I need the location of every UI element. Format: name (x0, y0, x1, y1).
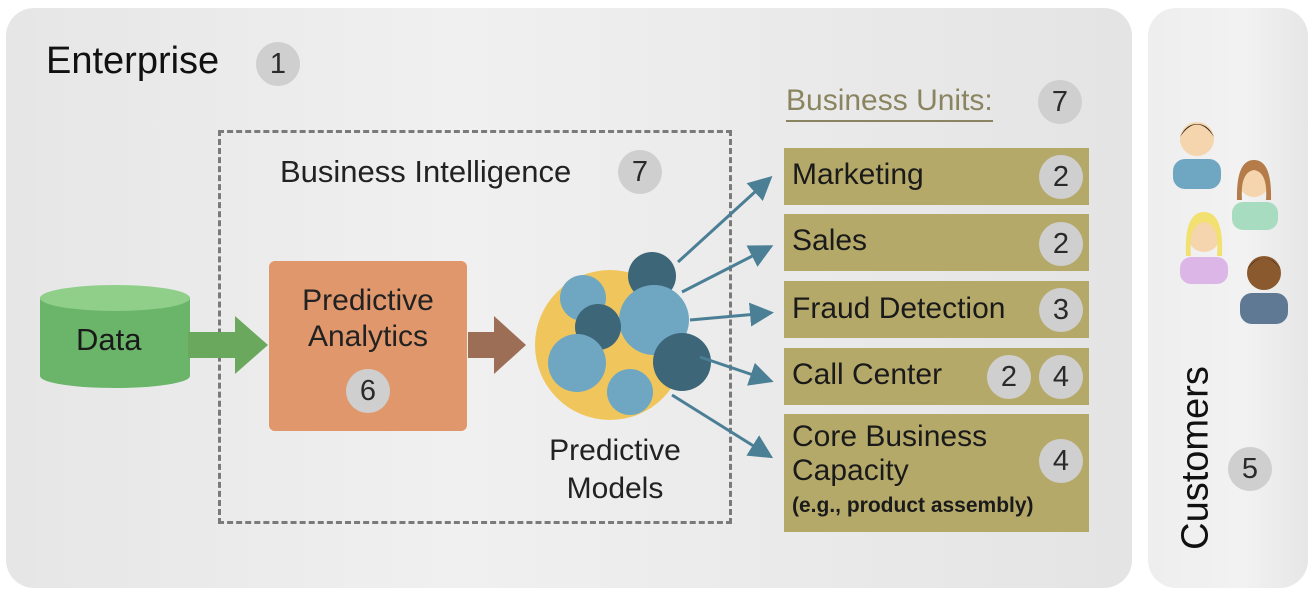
predictive-analytics-box: Predictive Analytics 6 (269, 261, 467, 431)
unit-label: Call Center (792, 358, 943, 391)
customer-avatar-2 (1232, 160, 1278, 230)
unit-marketing: Marketing 2 (784, 148, 1089, 205)
business-units-title: Business Units: (786, 84, 993, 122)
database-icon (40, 285, 190, 388)
business-intelligence-badge: 7 (618, 150, 662, 194)
predictive-analytics-label: Predictive Analytics (302, 284, 434, 353)
unit-fraud-detection: Fraud Detection 3 (784, 281, 1089, 338)
unit-badge: 3 (1039, 288, 1083, 332)
unit-sales: Sales 2 (784, 214, 1089, 271)
unit-sublabel: (e.g., product assembly) (792, 494, 1034, 517)
customer-avatar-3 (1180, 212, 1228, 284)
customer-avatar-1 (1173, 122, 1221, 189)
predictive-models-cluster (535, 252, 711, 420)
unit-label: Core Business Capacity (792, 420, 988, 487)
unit-badge: 2 (1039, 155, 1083, 199)
unit-badge: 2 (987, 355, 1031, 399)
model-output-arrows (671, 175, 774, 459)
enterprise-title: Enterprise (46, 40, 220, 82)
unit-core-business-capacity: Core Business Capacity (e.g., product as… (784, 414, 1089, 532)
data-label: Data (76, 322, 142, 357)
unit-badge: 4 (1039, 355, 1083, 399)
predictive-analytics-badge: 6 (346, 369, 390, 413)
unit-badge: 2 (1039, 222, 1083, 266)
customers-badge: 5 (1228, 447, 1272, 491)
customer-avatar-4 (1240, 256, 1288, 324)
business-intelligence-boundary (218, 130, 732, 524)
unit-badge: 4 (1039, 439, 1083, 483)
predictive-models-label: Predictive Models (549, 434, 681, 505)
unit-label: Sales (792, 224, 868, 257)
business-units-badge: 7 (1038, 80, 1082, 124)
business-intelligence-title: Business Intelligence (280, 154, 572, 189)
unit-call-center: Call Center 2 4 (784, 348, 1089, 405)
unit-label: Fraud Detection (792, 292, 1006, 325)
enterprise-badge: 1 (256, 42, 300, 86)
customers-label: Customers (1174, 366, 1217, 550)
unit-label: Marketing (792, 158, 924, 191)
analytics-to-models-arrow (468, 316, 526, 374)
data-to-analytics-arrow (188, 316, 268, 374)
